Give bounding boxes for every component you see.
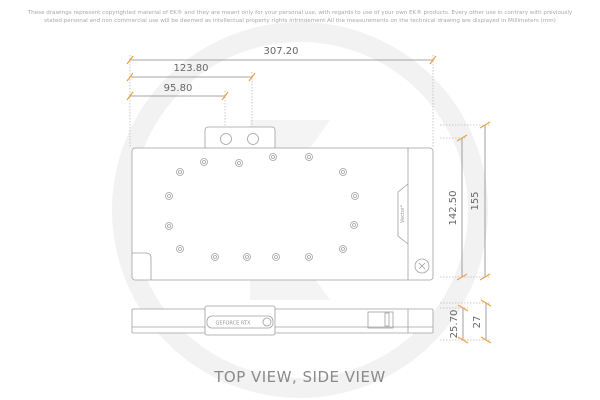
mounting-hole-icon: [243, 253, 251, 261]
mounting-hole-icon: [213, 255, 217, 259]
terminal-top: [204, 126, 276, 152]
dim-plate-thickness: 25.70: [449, 310, 460, 339]
mounting-hole-icon: [353, 194, 357, 198]
disclaimer-line-2: stated personal and non commercial use w…: [44, 18, 556, 24]
mounting-hole-icon: [341, 170, 345, 174]
mounting-holes: [165, 153, 359, 261]
mounting-hole-icon: [167, 194, 171, 198]
mounting-hole-icon: [178, 247, 182, 251]
mounting-hole-icon: [165, 192, 173, 200]
mounting-hole-icon: [165, 222, 173, 230]
mounting-hole-icon: [176, 245, 184, 253]
block-brand-label: Vector²: [400, 205, 406, 223]
mounting-hole-icon: [305, 153, 313, 161]
mounting-hole-icon: [352, 223, 356, 227]
geforce-rtx-badge: [206, 315, 274, 329]
mounting-hole-icon: [307, 155, 311, 159]
dimension-lines: [129, 55, 490, 341]
mounting-hole-icon: [272, 253, 280, 261]
port-icon: [220, 133, 232, 145]
dim-total-height: 155: [470, 191, 481, 210]
mounting-hole-icon: [271, 155, 275, 159]
mounting-hole-icon: [200, 158, 208, 166]
mounting-hole-icon: [351, 192, 359, 200]
dim-total-length: 307.20: [264, 46, 299, 57]
block-plate: [131, 147, 434, 281]
dimension-ticks: [126, 55, 492, 344]
mounting-hole-icon: [305, 253, 313, 261]
drawing-caption: TOP VIEW, SIDE VIEW: [214, 368, 386, 386]
mounting-hole-icon: [350, 221, 358, 229]
mounting-hole-icon: [274, 255, 278, 259]
terminal-text: GEFORCE RTX: [216, 321, 251, 327]
mounting-hole-icon: [211, 253, 219, 261]
mounting-hole-icon: [167, 224, 171, 228]
dim-plate-height: 142.50: [448, 191, 459, 226]
dim-terminal-offset-outer: 123.80: [174, 63, 209, 74]
dim-terminal-offset-inner: 95.80: [164, 83, 193, 94]
top-view: [131, 126, 434, 281]
mounting-hole-icon: [176, 168, 184, 176]
mounting-hole-icon: [237, 161, 241, 165]
mounting-hole-icon: [245, 255, 249, 259]
mounting-hole-icon: [202, 160, 206, 164]
mounting-hole-icon: [339, 168, 347, 176]
mounting-hole-icon: [341, 247, 345, 251]
port-icon: [247, 133, 259, 145]
dim-total-thickness: 27: [472, 316, 483, 329]
side-view: [131, 305, 434, 336]
mounting-hole-icon: [269, 153, 277, 161]
mounting-hole-icon: [178, 170, 182, 174]
mounting-hole-icon: [235, 159, 243, 167]
disclaimer-line-1: These drawings represent copyrighted mat…: [27, 10, 573, 16]
mounting-hole-icon: [339, 245, 347, 253]
copyright-disclaimer: These drawings represent copyrighted mat…: [0, 9, 600, 25]
mounting-hole-icon: [307, 255, 311, 259]
vector-badge: [397, 183, 409, 245]
ek-logo-icon: [414, 258, 430, 274]
